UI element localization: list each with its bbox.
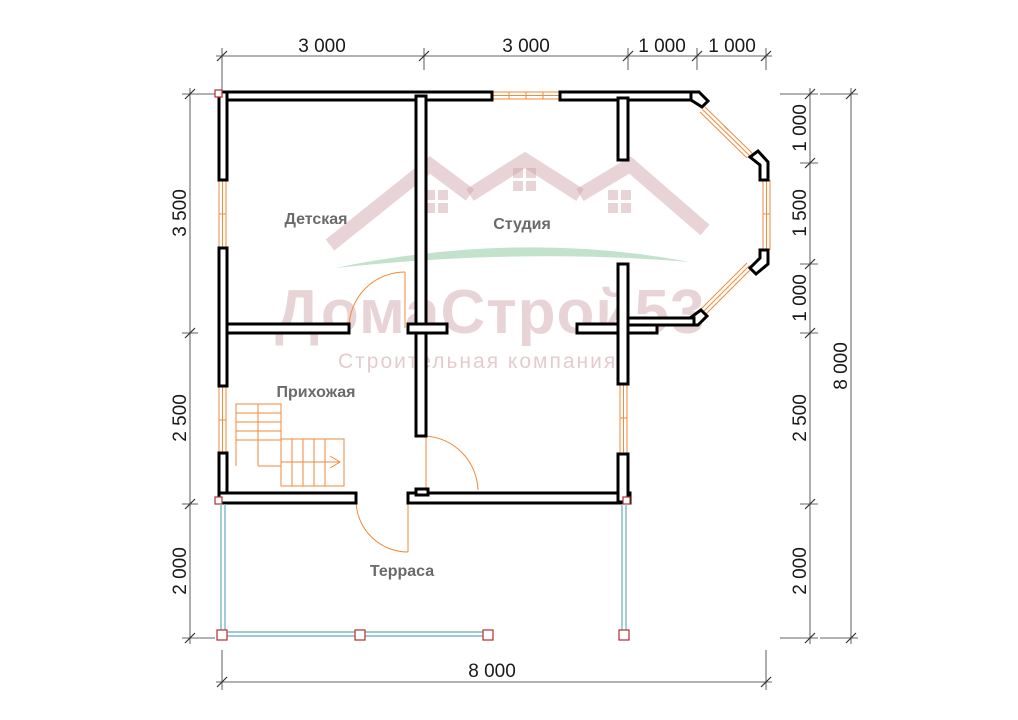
room-label-hall: Прихожая bbox=[277, 384, 356, 401]
door-kids bbox=[348, 271, 406, 329]
dim-left-3: 2 000 bbox=[170, 547, 191, 595]
room-label-terrace: Терраса bbox=[370, 563, 434, 580]
wall-kids-bottom bbox=[225, 322, 351, 335]
dim-top-4: 1 000 bbox=[708, 36, 756, 57]
window-top bbox=[492, 91, 560, 100]
window-left-hall bbox=[218, 386, 227, 453]
terrace-post-1 bbox=[216, 629, 228, 641]
dim-left-1: 3 500 bbox=[170, 189, 191, 237]
post-bottom-left bbox=[214, 496, 223, 505]
dim-top-1: 3 000 bbox=[298, 36, 346, 57]
wall-bottom-left bbox=[217, 491, 358, 505]
dim-top-2: 3 000 bbox=[502, 36, 550, 57]
wall-bay-top-corner bbox=[689, 90, 711, 109]
wall-bottom-right bbox=[406, 491, 632, 505]
terrace-post-2 bbox=[354, 629, 366, 641]
wall-cross-stub bbox=[406, 322, 449, 335]
wall-bay-upper-corner bbox=[747, 148, 770, 182]
window-bay-middle bbox=[762, 180, 771, 250]
room-label-studio: Студия bbox=[493, 216, 551, 233]
room-label-kids: Детская bbox=[284, 211, 347, 228]
terrace-railing bbox=[216, 504, 630, 641]
door-studio bbox=[425, 435, 479, 492]
window-bay-upper bbox=[699, 106, 753, 159]
dimension-labels: 3 000 3 000 1 000 1 000 3 500 2 500 2 00… bbox=[170, 36, 852, 682]
doors bbox=[348, 271, 479, 553]
door-entrance bbox=[355, 496, 409, 553]
dim-right-2: 1 500 bbox=[790, 189, 811, 237]
green-swoosh bbox=[335, 247, 690, 268]
window-left-kids bbox=[218, 180, 227, 248]
dim-bottom-total: 8 000 bbox=[468, 661, 516, 682]
room-labels: Детская Студия Прихожая Терраса bbox=[277, 211, 551, 580]
post-top-left bbox=[214, 89, 223, 98]
dimension-lines bbox=[182, 48, 858, 690]
window-right-studio bbox=[619, 383, 628, 454]
staircase bbox=[235, 403, 345, 487]
house-roof-icon bbox=[325, 151, 710, 251]
terrace-post-3 bbox=[482, 629, 494, 641]
dim-top-3: 1 000 bbox=[638, 36, 686, 57]
wall-studio-bottom bbox=[616, 452, 630, 504]
watermark-logo: ДомаСтрой53 Строительная компания bbox=[275, 151, 710, 373]
wall-door-stub bbox=[414, 487, 430, 497]
watermark-tagline: Строительная компания bbox=[338, 350, 617, 373]
wall-left-2 bbox=[217, 246, 229, 388]
window-bay-lower bbox=[700, 262, 753, 315]
wall-studio-upper bbox=[616, 96, 630, 162]
window-icons bbox=[425, 168, 631, 213]
windows bbox=[218, 91, 771, 454]
dim-right-4: 2 500 bbox=[790, 394, 811, 442]
dim-right-3: 1 000 bbox=[790, 274, 811, 322]
dim-right-1: 1 000 bbox=[790, 104, 811, 152]
walls bbox=[217, 90, 770, 505]
watermark-brand: ДомаСтрой53 bbox=[275, 278, 705, 347]
terrace-post-4 bbox=[618, 629, 630, 641]
wall-top-left bbox=[217, 90, 494, 102]
dim-right-5: 2 000 bbox=[790, 547, 811, 595]
dim-right-total: 8 000 bbox=[831, 342, 852, 390]
wall-left-1 bbox=[217, 90, 229, 182]
dim-left-2: 2 500 bbox=[170, 394, 191, 442]
wall-bay-lower-corner bbox=[747, 248, 770, 277]
wall-bay-bottom bbox=[626, 316, 696, 327]
wall-interior-vertical bbox=[414, 94, 428, 438]
post-bottom-right bbox=[622, 496, 631, 505]
